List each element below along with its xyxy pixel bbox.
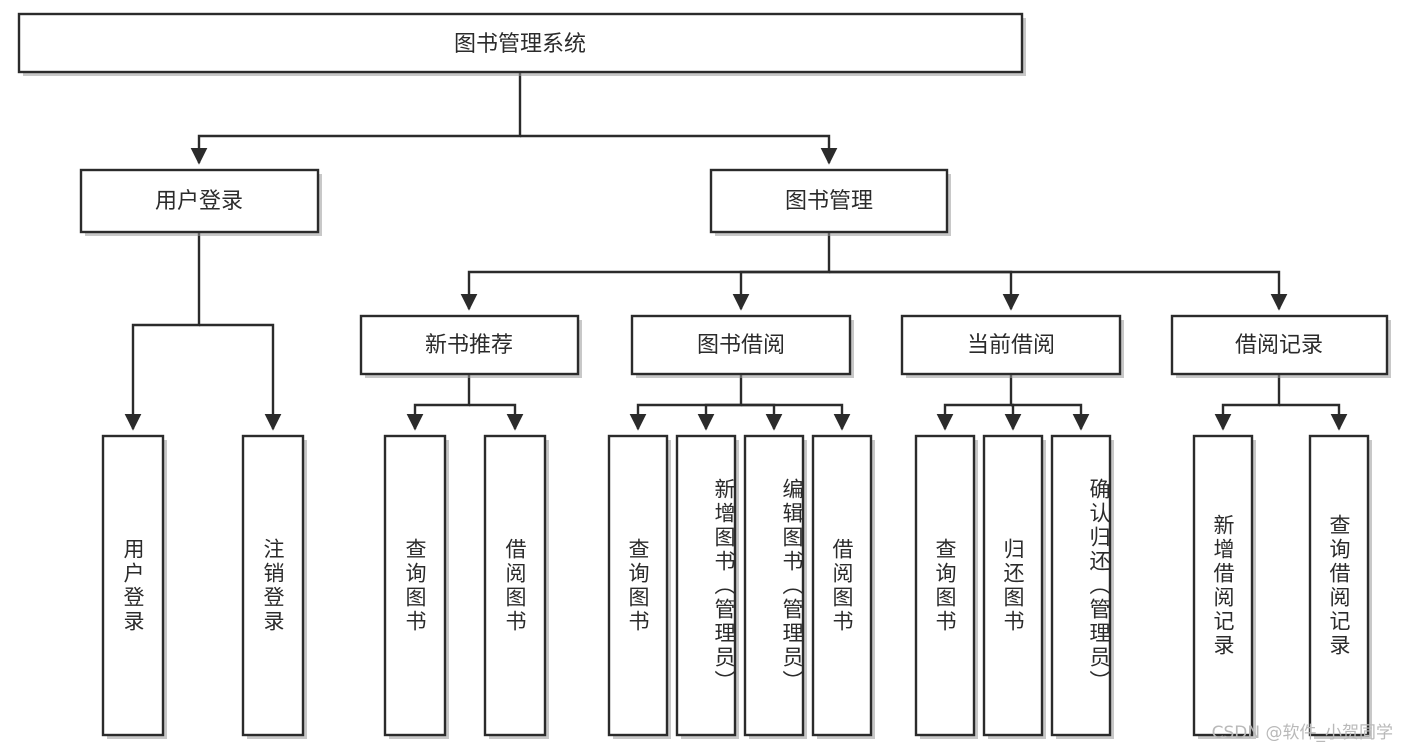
leaf-query-borrow-record-box[interactable] [1308, 434, 1370, 737]
node-book-manage[interactable]: 图书管理 [709, 168, 951, 236]
node-new-book-recommend-box [359, 314, 580, 376]
connector-book-manage-to-borrow-record [829, 270, 1288, 311]
connector-book-manage-to-current-borrow [829, 270, 1020, 311]
node-current-borrow-box [900, 314, 1122, 376]
connector-current-borrow-to-return-book [1004, 403, 1022, 431]
node-borrow-record[interactable]: 借阅记录 [1170, 314, 1391, 378]
connector-book-borrow-to-edit-book [741, 403, 783, 431]
node-borrow-record-label: 借阅记录 [1235, 333, 1323, 358]
leaf-query-book-current-box[interactable] [914, 434, 976, 737]
node-book-borrow-box [630, 314, 852, 376]
node-user-login[interactable]: 用户登录 [79, 168, 322, 236]
leaf-borrow-book-box[interactable] [811, 434, 873, 737]
leaf-return-book-box[interactable] [982, 434, 1044, 737]
leaf-add-book-admin-box[interactable] [675, 434, 737, 737]
leaf-confirm-return-admin-box[interactable] [1050, 434, 1112, 737]
connector-book-borrow-to-borrow-book [741, 403, 851, 431]
connector-book-manage-to-book-borrow [732, 270, 829, 311]
node-book-borrow-label: 图书借阅 [697, 333, 785, 358]
connector-group-user-login [124, 232, 282, 431]
connector-book-manage-to-new-book-recommend [460, 232, 831, 311]
connector-current-borrow-to-confirm-return [1011, 403, 1090, 431]
leaf-user-login-box[interactable] [101, 434, 165, 737]
node-current-borrow-label: 当前借阅 [967, 333, 1055, 358]
leaf-query-book-borrow-box[interactable] [607, 434, 669, 737]
connector-root-to-book-manage [520, 134, 838, 165]
connector-book-borrow-to-add-book [697, 403, 741, 431]
connector-new-book-recommend-to-borrow-book [469, 403, 524, 431]
connector-group-new-book-recommend [406, 374, 524, 431]
node-user-login-box [79, 168, 320, 234]
leaf-node-group [101, 434, 1372, 739]
connector-current-borrow-to-query-book [936, 374, 1013, 431]
connector-book-borrow-to-query-book [629, 374, 743, 431]
connector-group-book-borrow [629, 374, 851, 431]
leaf-add-borrow-record-box[interactable] [1192, 434, 1254, 737]
node-root-label: 图书管理系统 [454, 32, 586, 57]
leaf-query-book-rec-box[interactable] [383, 434, 447, 737]
connector-user-login-to-leaf-logout [199, 323, 282, 431]
connector-group-current-borrow [936, 374, 1090, 431]
node-book-manage-label: 图书管理 [785, 189, 873, 214]
node-borrow-record-box [1170, 314, 1389, 376]
connector-root-to-user-login [190, 72, 522, 165]
node-root[interactable]: 图书管理系统 [17, 12, 1026, 76]
node-current-borrow[interactable]: 当前借阅 [900, 314, 1124, 378]
connector-borrow-record-to-query-record [1279, 403, 1348, 431]
connector-borrow-record-to-add-record [1214, 374, 1281, 431]
connector-new-book-recommend-to-query-book [406, 374, 471, 431]
leaf-edit-book-admin-box[interactable] [743, 434, 805, 737]
node-root-box [17, 12, 1024, 74]
leaf-borrow-book-rec-box[interactable] [483, 434, 547, 737]
node-book-manage-box [709, 168, 949, 234]
connector-group-borrow-record [1214, 374, 1348, 431]
node-new-book-recommend[interactable]: 新书推荐 [359, 314, 582, 378]
connector-user-login-to-leaf-user-login [124, 232, 201, 431]
node-new-book-recommend-label: 新书推荐 [425, 333, 513, 358]
node-book-borrow[interactable]: 图书借阅 [630, 314, 854, 378]
connector-group-book-manage [460, 232, 1288, 311]
connector-group-root [190, 72, 838, 165]
leaf-logout-box[interactable] [241, 434, 305, 737]
node-user-login-label: 用户登录 [155, 189, 243, 214]
